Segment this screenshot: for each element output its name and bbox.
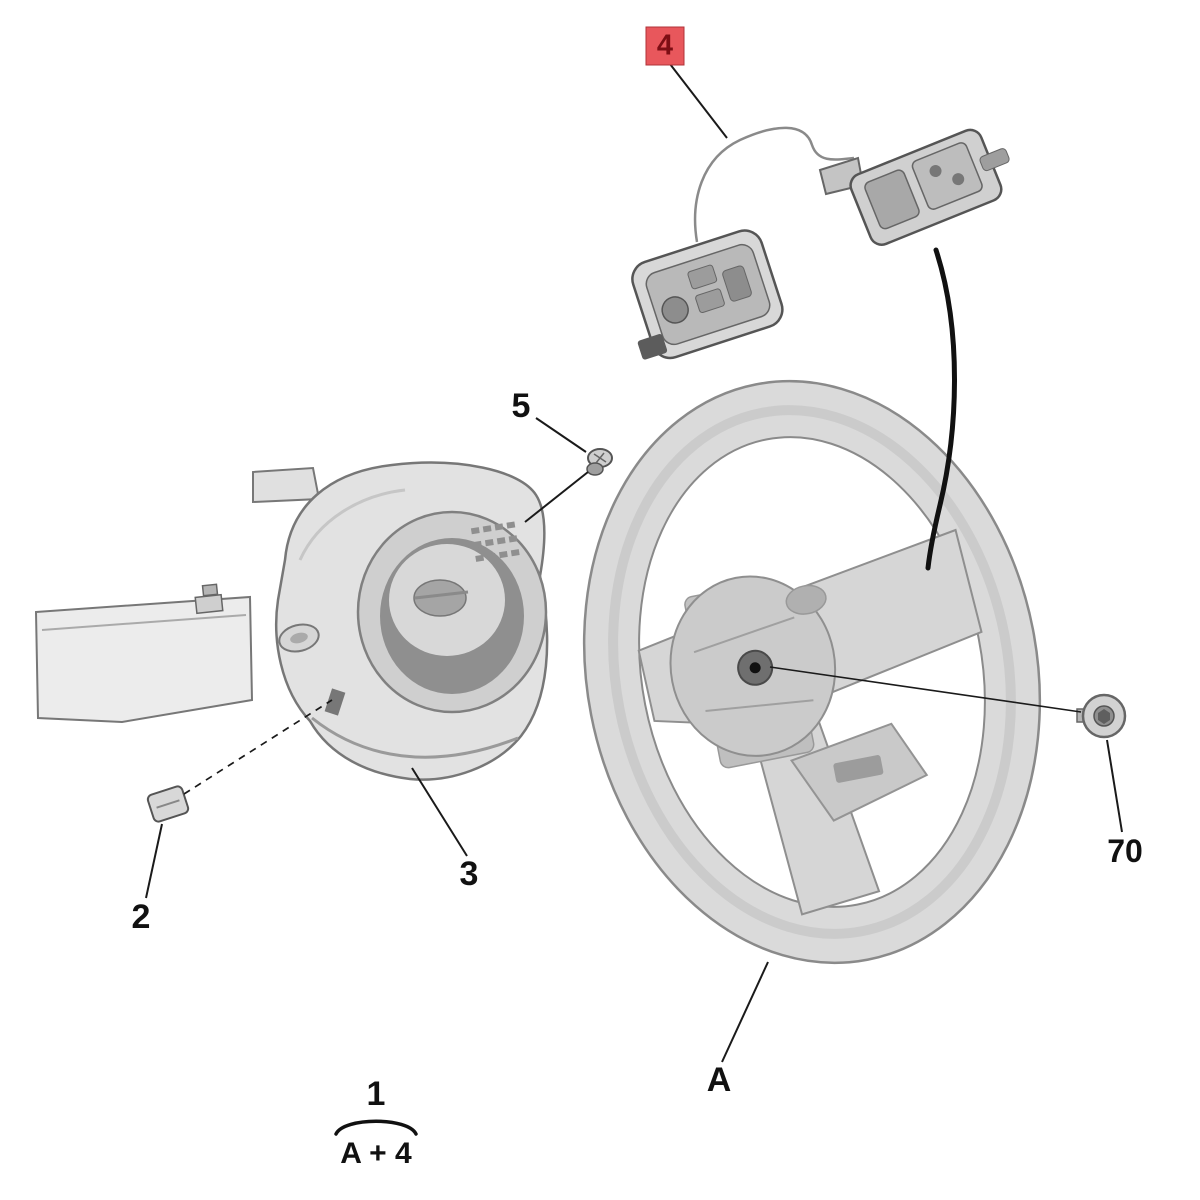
- wiring-cable: [925, 247, 957, 571]
- clip-graphic: [146, 785, 190, 823]
- group-brace-graphic: [334, 1119, 418, 1136]
- leader-lines: [145, 63, 1123, 1063]
- callout-part-5: 5: [511, 387, 531, 425]
- screw-graphic: [586, 448, 613, 476]
- callout-part-70: 70: [1107, 833, 1143, 869]
- callout-part-3: 3: [459, 855, 479, 893]
- column-cowling-graphic: [34, 461, 549, 781]
- bolt-graphic: [1076, 693, 1127, 739]
- callout-group-formula: A + 4: [340, 1137, 412, 1170]
- callout-part-4-label: 4: [656, 29, 674, 62]
- callout-part-2: 2: [131, 898, 151, 936]
- steering-wheel-graphic: [582, 379, 1042, 965]
- callout-part-4: 4: [645, 26, 685, 66]
- switch-assembly-graphic: [631, 126, 1010, 360]
- callout-part-a: A: [706, 1061, 732, 1099]
- callout-group-1: 1: [366, 1075, 386, 1113]
